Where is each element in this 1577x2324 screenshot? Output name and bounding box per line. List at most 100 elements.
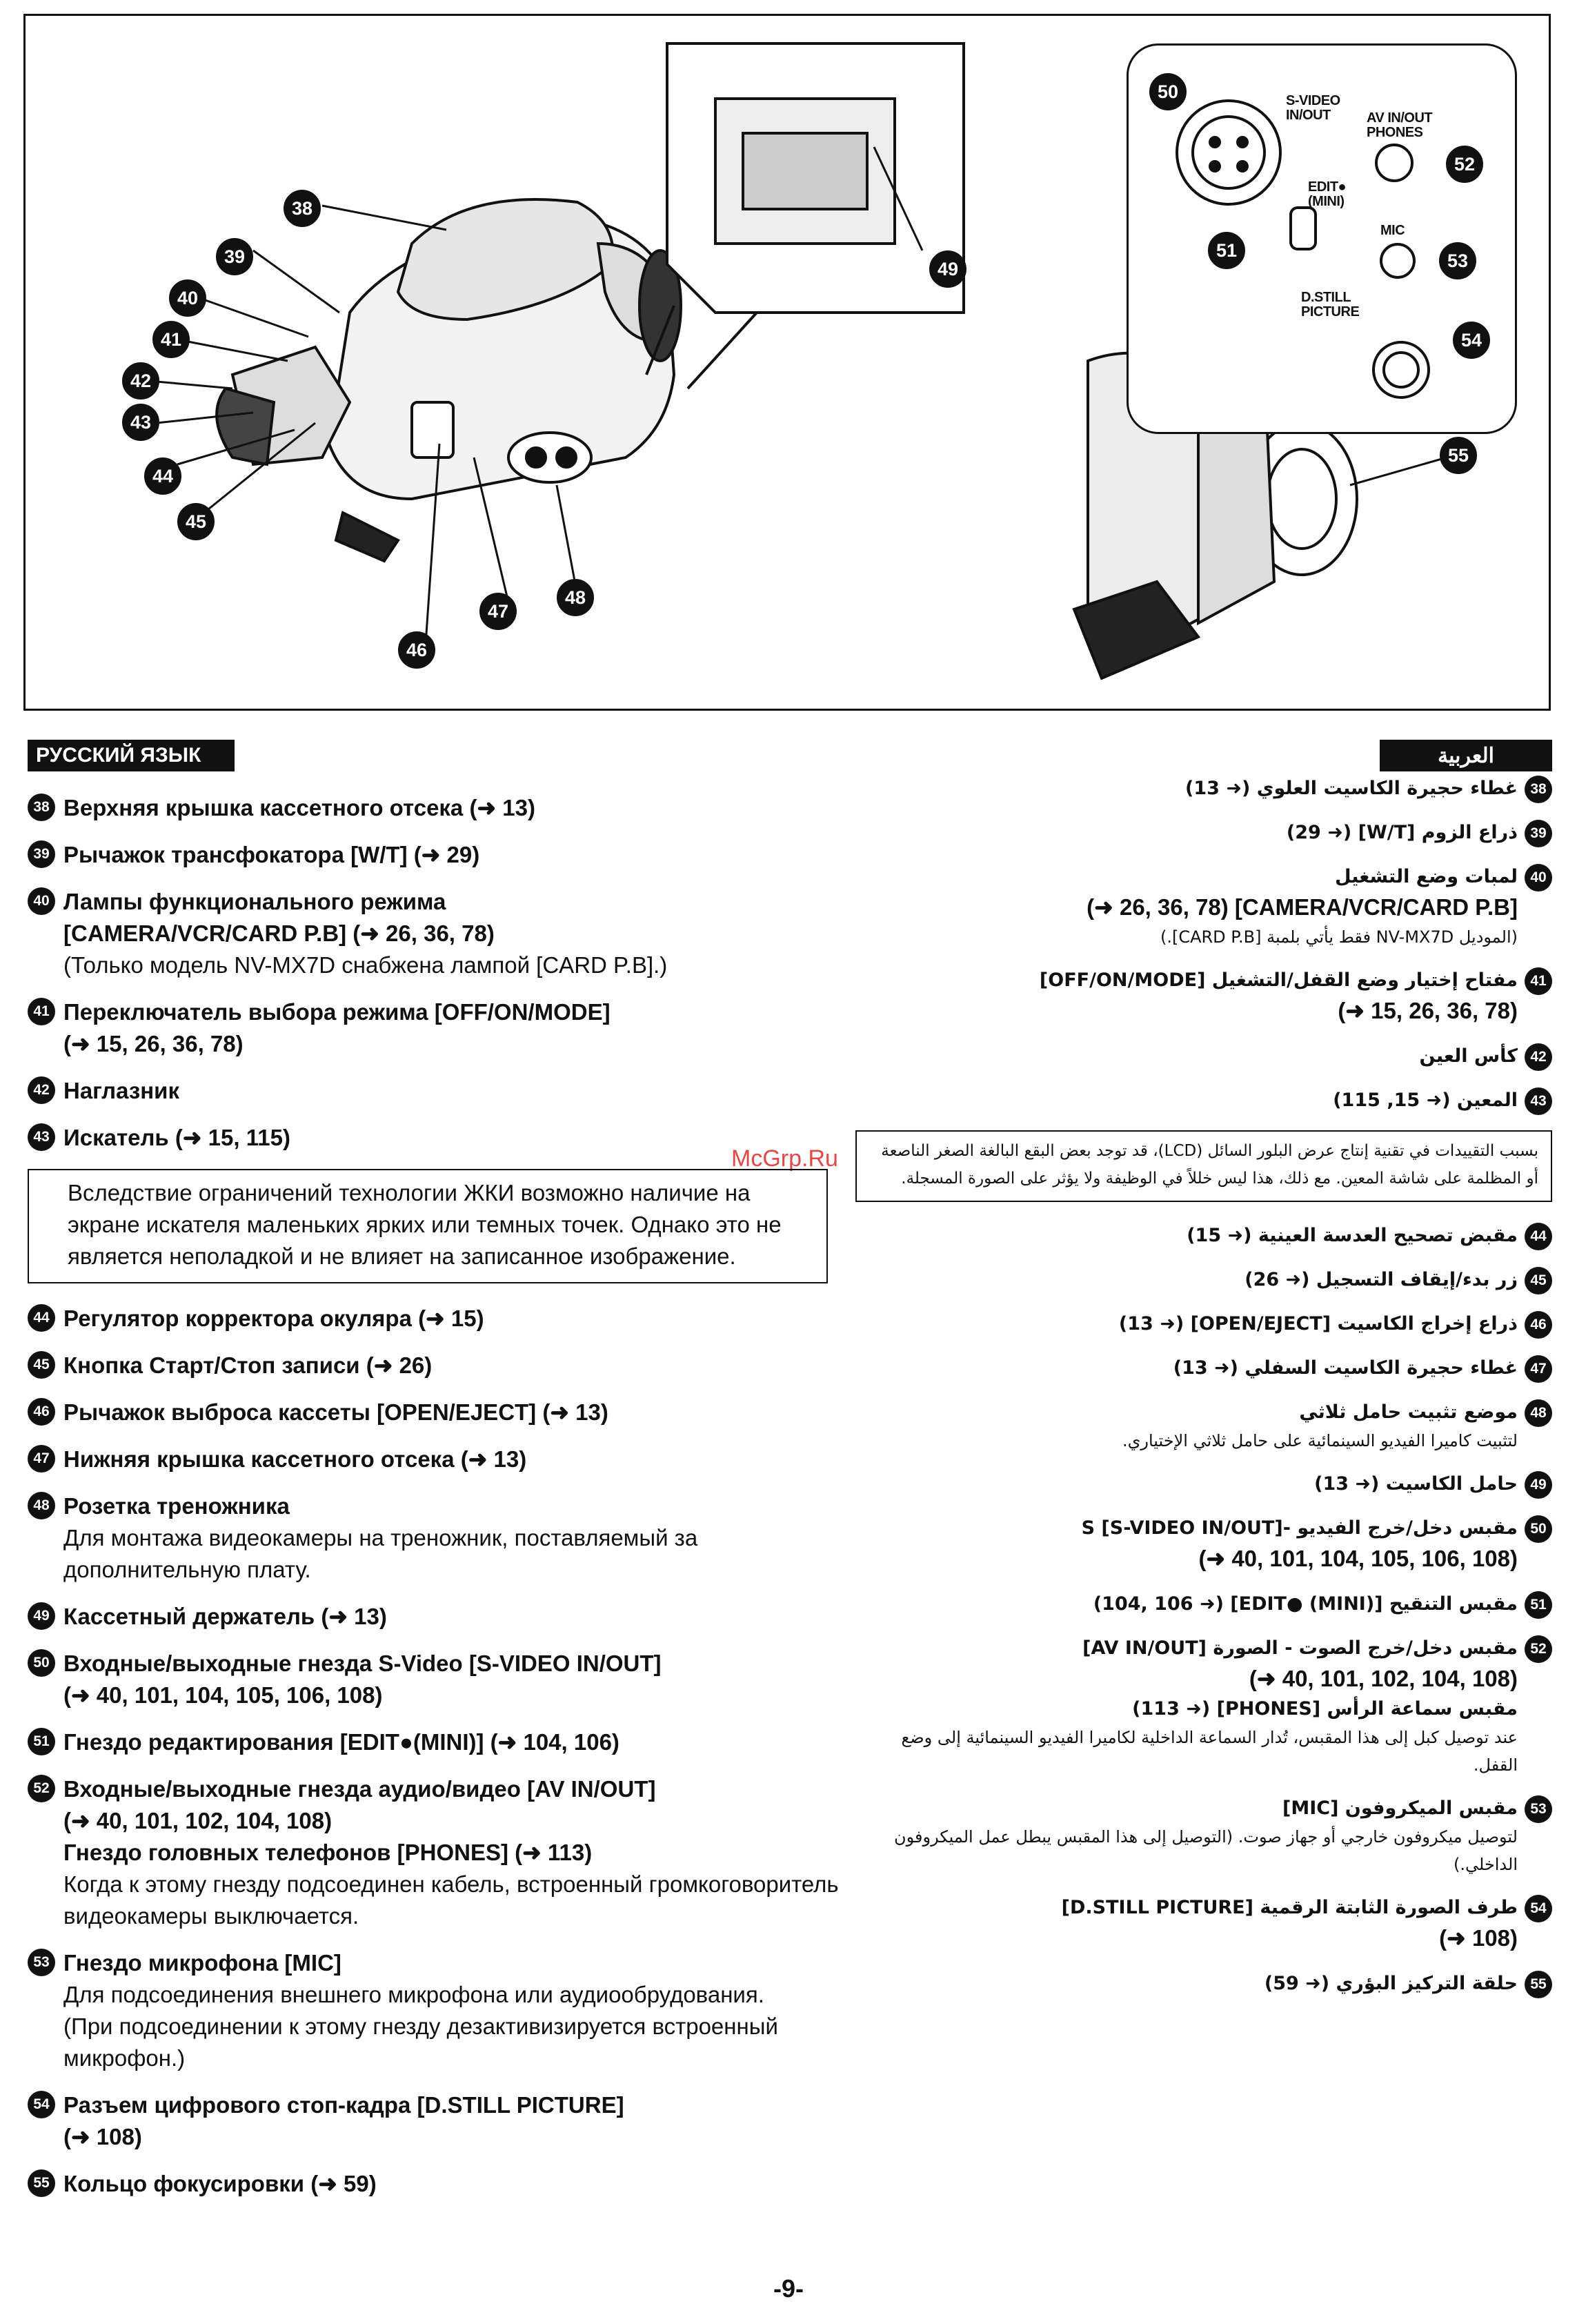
item-title: Гнездо микрофона [MIC]	[63, 1950, 341, 1976]
item-number: 55	[28, 2169, 55, 2197]
callout-51: 51	[1208, 232, 1245, 269]
item-number: 52	[28, 1775, 55, 1802]
ar-item-53: 53 مقبس الميكروفون [MIC] لتوصيل ميكروفون…	[855, 1794, 1552, 1878]
item-number: 50	[28, 1649, 55, 1677]
item-number: 40	[1525, 864, 1552, 892]
item-title: حامل الكاسيت (➜ 13)	[1314, 1473, 1518, 1495]
item-title: مقبض تصحيح العدسة العينية (➜ 15)	[1187, 1225, 1518, 1246]
item-number: 44	[28, 1304, 55, 1332]
item-title: Лампы функционального режима	[63, 889, 446, 914]
item-description: Для подсоединения внешнего микрофона или…	[63, 1982, 764, 2007]
item-title: Регулятор корректора окуляра (➜ 15)	[63, 1306, 484, 1331]
item-title: Искатель (➜ 15, 115)	[63, 1125, 290, 1150]
ru-item-55: 55 Кольцо фокусировки (➜ 59)	[28, 2168, 842, 2200]
item-number: 43	[28, 1123, 55, 1151]
ar-item-55: 55 حلقة التركيز البؤري (➜ 59)	[855, 1969, 1552, 1998]
callout-38: 38	[284, 190, 321, 227]
ru-item-41: 41 Переключатель выбора режима [OFF/ON/M…	[28, 996, 842, 1060]
item-title: Рычажок выброса кассеты [OPEN/EJECT] (➜ …	[63, 1399, 608, 1425]
item-description: لتثبيت كاميرا الفيديو السينمائية على حام…	[1122, 1431, 1518, 1450]
item-description: Когда к этому гнезду подсоединен кабель,…	[63, 1871, 839, 1929]
item-title: مفتاح إختيار وضع القفل/التشغيل [OFF/ON/M…	[1039, 969, 1518, 991]
callout-54: 54	[1453, 322, 1490, 359]
item-number: 43	[1525, 1087, 1552, 1115]
arabic-column: 38 غطاء حجيرة الكاسيت العلوي (➜ 13) 39 ذ…	[855, 774, 1552, 2013]
callout-49: 49	[929, 250, 966, 288]
ar-item-49: 49 حامل الكاسيت (➜ 13)	[855, 1470, 1552, 1499]
ar-item-52: 52 مقبس دخل/خرج الصوت - الصورة [AV IN/OU…	[855, 1634, 1552, 1779]
item-title: Кассетный держатель (➜ 13)	[63, 1604, 387, 1629]
ru-item-50: 50 Входные/выходные гнезда S-Video [S-VI…	[28, 1648, 842, 1711]
callout-44: 44	[144, 457, 181, 495]
item-number: 45	[28, 1351, 55, 1379]
item-title: مقبس التنقيح [EDIT● (MINI)] (➜ 104, 106)	[1093, 1593, 1518, 1615]
camcorder-figure: S-VIDEO IN/OUT AV IN/OUT PHONES EDIT● (M…	[23, 14, 1551, 711]
item-title-line-2: (➜ 108)	[63, 2124, 142, 2149]
item-number: 48	[1525, 1399, 1552, 1427]
item-description: لتوصيل ميكروفون خارجي أو جهاز صوت. (التو…	[894, 1827, 1518, 1874]
item-title-latin: (➜ 40, 101, 104, 105, 106, 108)	[1198, 1546, 1518, 1571]
item-title: ذراع إخراج الكاسيت [OPEN/EJECT] (➜ 13)	[1118, 1313, 1518, 1335]
callout-47: 47	[479, 593, 517, 630]
callout-43: 43	[122, 404, 159, 441]
ru-item-52: 52 Входные/выходные гнезда аудио/видео […	[28, 1773, 842, 1932]
item-description: (الموديل NV-MX7D فقط يأتي بلمبة [CARD P.…	[1160, 927, 1518, 947]
item-number: 55	[1525, 1971, 1552, 1998]
item-title: Гнездо редактирования [EDIT●(MINI)] (➜ 1…	[63, 1729, 619, 1755]
item-title: غطاء حجيرة الكاسيت السفلي (➜ 13)	[1173, 1357, 1518, 1379]
item-title-latin: (➜ 15, 26, 36, 78)	[1338, 998, 1518, 1023]
item-number: 52	[1525, 1635, 1552, 1663]
page-number: -9-	[773, 2274, 804, 2303]
ru-item-48: 48 Розетка треножника Для монтажа видеок…	[28, 1490, 842, 1586]
ar-item-41: 41 مفتاح إختيار وضع القفل/التشغيل [OFF/O…	[855, 966, 1552, 1027]
item-title: Розетка треножника	[63, 1493, 290, 1519]
av-inout-label: AV IN/OUT PHONES	[1367, 110, 1433, 140]
item-description: عند توصيل كبل إلى هذا المقبس، تُدار السم…	[901, 1728, 1518, 1775]
item-number: 39	[28, 840, 55, 868]
item-number: 50	[1525, 1515, 1552, 1543]
ar-item-48: 48 موضع تثبيت حامل ثلاثي لتثبيت كاميرا ا…	[855, 1398, 1552, 1455]
item-title: مقبس الميكروفون [MIC]	[1282, 1798, 1518, 1819]
item-number: 41	[28, 998, 55, 1025]
item-number: 45	[1525, 1267, 1552, 1294]
item-title-line-2: [CAMERA/VCR/CARD P.B] (➜ 26, 36, 78)	[63, 920, 495, 946]
ru-item-47: 47 Нижняя крышка кассетного отсека (➜ 13…	[28, 1444, 842, 1475]
edit-label: EDIT● (MINI)	[1308, 179, 1347, 209]
jack-panel-inset: S-VIDEO IN/OUT AV IN/OUT PHONES EDIT● (M…	[1127, 43, 1517, 434]
item-title-line-3: مقبس سماعة الرأس [PHONES] (➜ 113)	[1132, 1698, 1518, 1720]
item-title: Входные/выходные гнезда S-Video [S-VIDEO…	[63, 1651, 662, 1676]
s-video-label: S-VIDEO IN/OUT	[1286, 93, 1340, 123]
item-number: 53	[1525, 1795, 1552, 1823]
item-title: زر بدء/إيقاف التسجيل (➜ 26)	[1244, 1269, 1518, 1290]
ru-item-49: 49 Кассетный держатель (➜ 13)	[28, 1601, 842, 1633]
item-title: Кнопка Старт/Стоп записи (➜ 26)	[63, 1352, 433, 1378]
item-title-line-2: (➜ 15, 26, 36, 78)	[63, 1031, 244, 1056]
item-title: مقبس دخل/خرج الصوت - الصورة [AV IN/OUT]	[1082, 1637, 1518, 1659]
item-number: 49	[28, 1602, 55, 1630]
d-still-label: D.STILL PICTURE	[1301, 290, 1360, 319]
ru-item-46: 46 Рычажок выброса кассеты [OPEN/EJECT] …	[28, 1397, 842, 1428]
ar-item-44: 44 مقبض تصحيح العدسة العينية (➜ 15)	[855, 1221, 1552, 1250]
item-title: Входные/выходные гнезда аудио/видео [AV …	[63, 1776, 656, 1802]
item-title: Нижняя крышка кассетного отсека (➜ 13)	[63, 1446, 527, 1472]
item-number: 39	[1525, 820, 1552, 847]
item-title-line-2: (➜ 40, 101, 102, 104, 108)	[63, 1808, 333, 1833]
item-number: 51	[28, 1728, 55, 1755]
ru-item-39: 39 Рычажок трансфокатора [W/T] (➜ 29)	[28, 839, 842, 871]
item-title: طرف الصورة الثابتة الرقمية [D.STILL PICT…	[1061, 1897, 1518, 1918]
ar-item-45: 45 زر بدء/إيقاف التسجيل (➜ 26)	[855, 1266, 1552, 1294]
item-title: مقبس دخل/خرج الفيديو -S [S-VIDEO IN/OUT]	[1081, 1517, 1518, 1539]
item-title: غطاء حجيرة الكاسيت العلوي (➜ 13)	[1185, 778, 1518, 799]
ru-item-54: 54 Разъем цифрового стоп-кадра [D.STILL …	[28, 2089, 842, 2153]
ru-item-42: 42 Наглазник	[28, 1075, 842, 1107]
ar-item-51: 51 مقبس التنقيح [EDIT● (MINI)] (➜ 104, 1…	[855, 1590, 1552, 1619]
ru-item-44: 44 Регулятор корректора окуляра (➜ 15)	[28, 1303, 842, 1335]
item-title-latin: (➜ 40, 101, 102, 104, 108)	[1249, 1666, 1518, 1691]
item-number: 40	[28, 887, 55, 915]
ru-item-43: 43 Искатель (➜ 15, 115)	[28, 1122, 842, 1154]
item-number: 42	[28, 1076, 55, 1104]
ar-item-40: 40 لمبات وضع التشغيل (➜ 26, 36, 78) [CAM…	[855, 863, 1552, 951]
arabic-language-header: العربية	[1380, 740, 1552, 771]
ru-item-40: 40 Лампы функционального режима [CAMERA/…	[28, 886, 842, 981]
callout-46: 46	[398, 631, 435, 669]
